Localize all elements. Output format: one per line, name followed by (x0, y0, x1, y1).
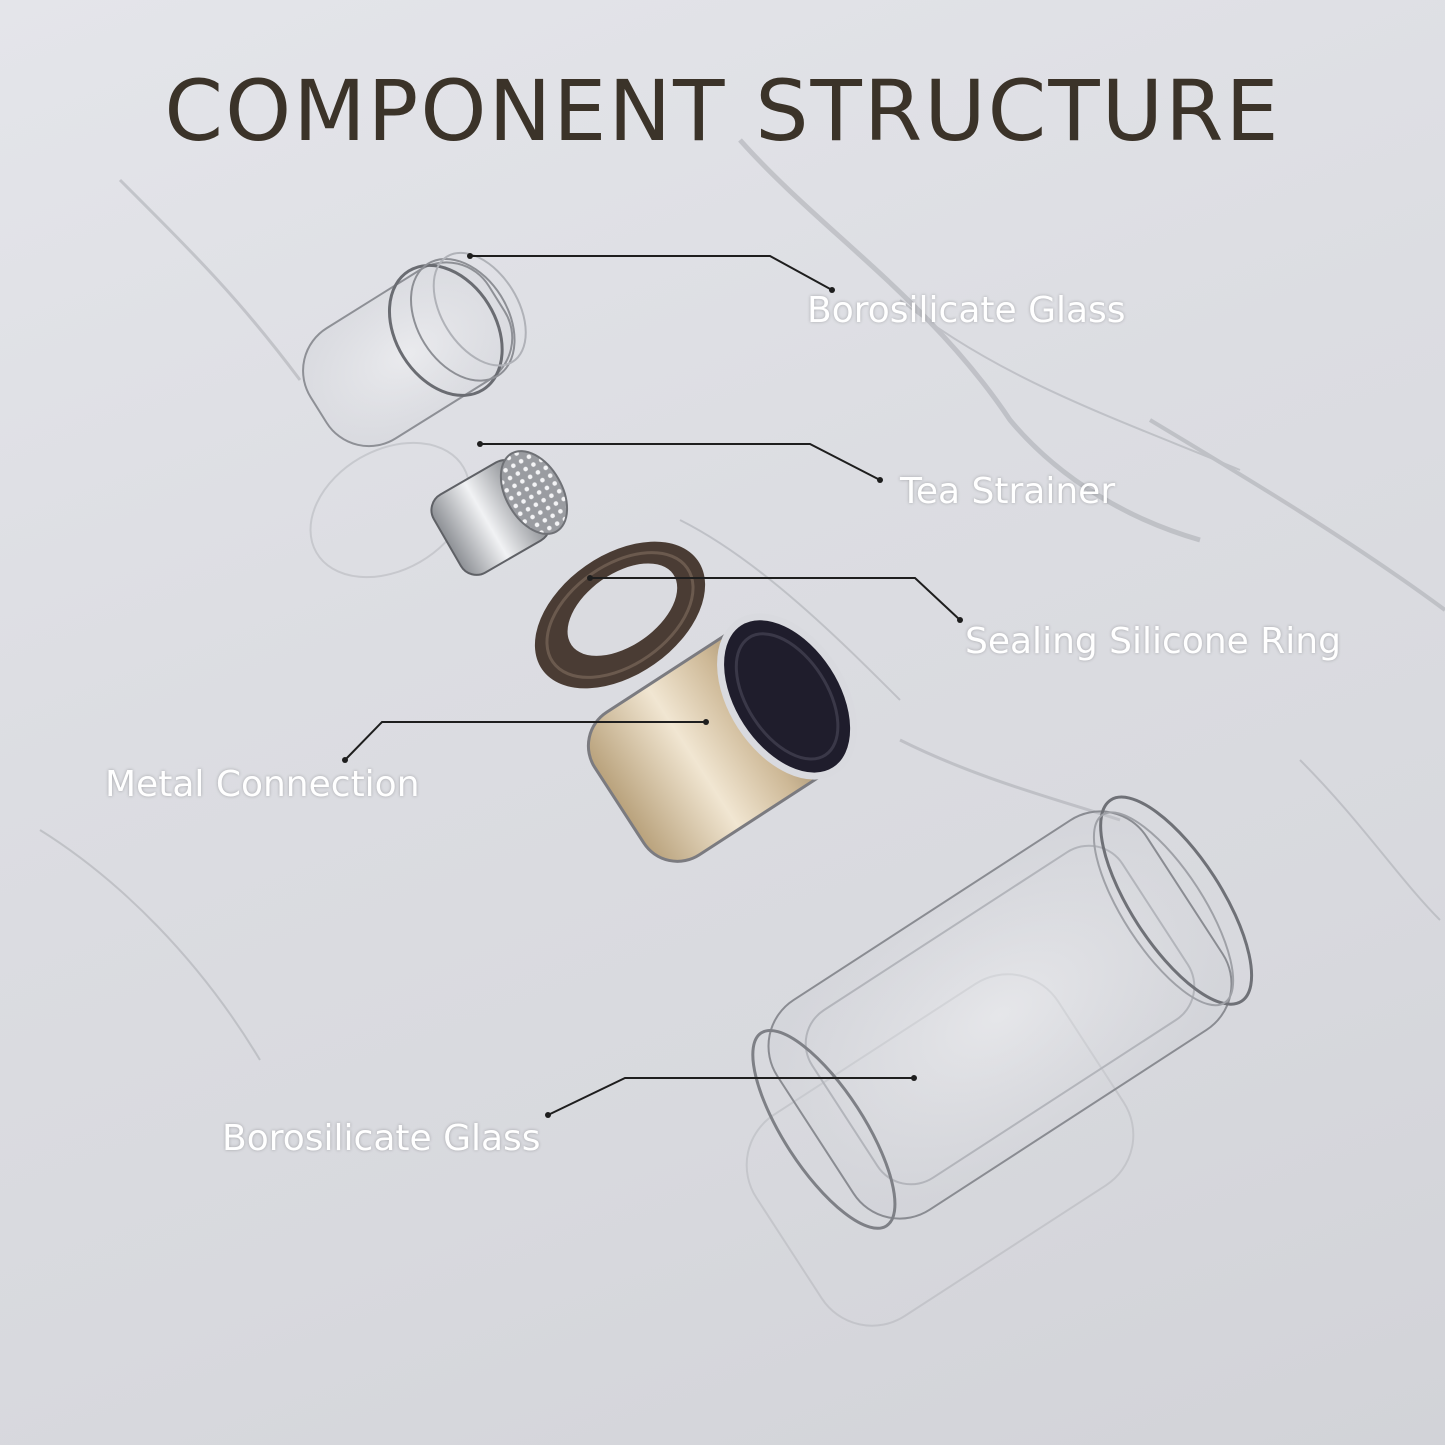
leader-dots (342, 253, 963, 1118)
leader-line-silicone-ring (590, 577, 961, 621)
tea-strainer (430, 450, 569, 576)
label-bottom-borosilicate-glass: Borosilicate Glass (222, 1118, 541, 1159)
diagram-title: COMPONENT STRUCTURE (164, 62, 1281, 160)
top-glass-reflection (309, 441, 471, 579)
leader-lines (344, 255, 961, 1116)
leader-line-bottom-glass (547, 1077, 914, 1116)
top-borosilicate-glass (302, 251, 527, 448)
marble-veins (39, 138, 1445, 1061)
leader-line-tea-strainer (480, 443, 881, 481)
label-metal-connection: Metal Connection (105, 764, 420, 805)
label-top-borosilicate-glass: Borosilicate Glass (807, 290, 1126, 331)
leader-line-metal-connection (344, 721, 706, 761)
metal-connection (586, 613, 858, 863)
leader-line-top-glass (470, 255, 833, 291)
label-sealing-silicone-ring: Sealing Silicone Ring (965, 621, 1341, 662)
bottom-borosilicate-glass (751, 795, 1254, 1230)
label-tea-strainer: Tea Strainer (900, 471, 1116, 512)
